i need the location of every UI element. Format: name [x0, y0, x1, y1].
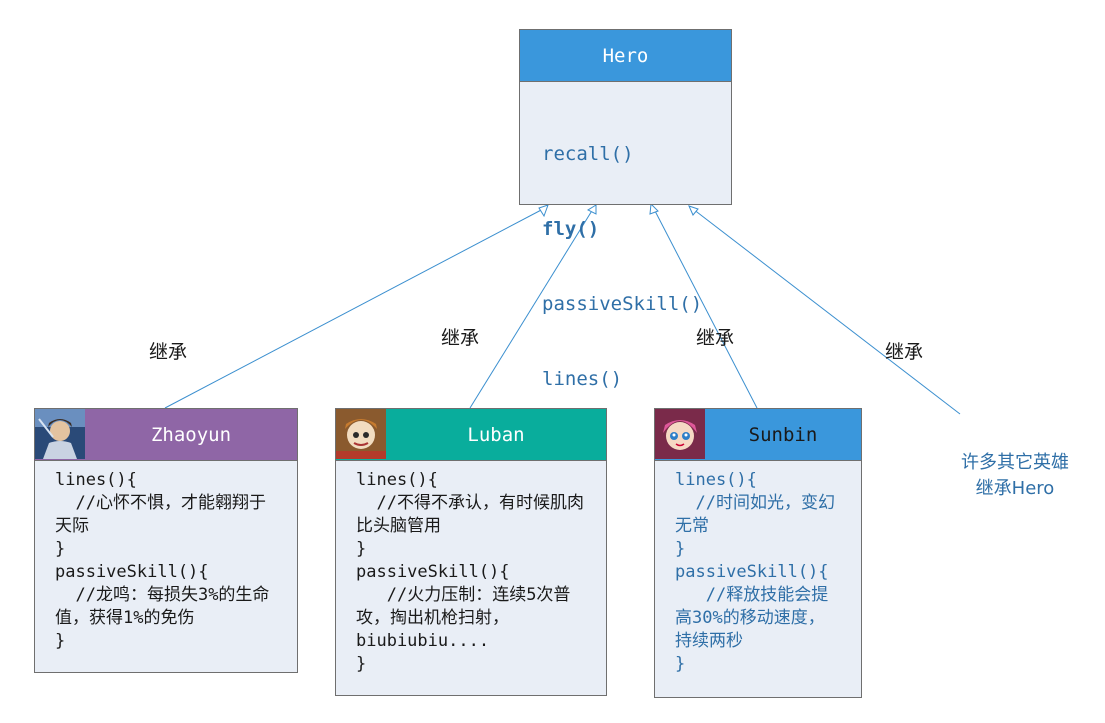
inherit-label-others: 继承: [885, 341, 924, 363]
connector-others: [692, 208, 961, 415]
connector-sunbin: [653, 208, 758, 409]
method-passive-skill: passiveSkill(): [542, 293, 703, 315]
arrowhead-sunbin: [649, 202, 659, 215]
inherit-label-zhaoyun: 继承: [149, 341, 188, 363]
hero-method-list: recall() fly() passiveSkill() lines(): [520, 82, 731, 452]
zhaoyun-code: lines(){ //心怀不惧，才能翱翔于天际 } passiveSkill()…: [55, 470, 270, 651]
sunbin-class-box: Sunbin lines(){ //时间如光，变幻无常 } passiveSki…: [654, 408, 862, 698]
luban-avatar: [336, 409, 386, 459]
zhaoyun-class-title: Zhaoyun: [150, 423, 232, 446]
zhaoyun-avatar: [35, 409, 85, 459]
luban-class-title: Luban: [467, 423, 525, 446]
hero-class-box: Hero recall() fly() passiveSkill() lines…: [519, 29, 732, 390]
zhaoyun-class-box: Zhaoyun lines(){ //心怀不惧，才能翱翔于天际 } passiv…: [34, 408, 298, 673]
method-recall: recall(): [542, 143, 634, 165]
inherit-label-luban: 继承: [441, 327, 480, 349]
luban-code: lines(){ //不得不承认，有时候肌肉比头脑管用 } passiveSki…: [356, 470, 584, 674]
sunbin-class-title: Sunbin: [748, 423, 818, 446]
arrowhead-luban: [586, 204, 597, 215]
connector-zhaoyun: [164, 207, 546, 409]
arrowhead-zhaoyun: [538, 204, 549, 218]
other-heroes-note: 许多其它英雄 继承Hero: [940, 450, 1090, 502]
luban-class-header: Luban: [336, 409, 606, 461]
method-fly: fly(): [542, 218, 600, 240]
sunbin-code: lines(){ //时间如光，变幻无常 } passiveSkill(){ /…: [675, 470, 835, 674]
arrowhead-others: [688, 205, 699, 216]
luban-class-box: Luban lines(){ //不得不承认，有时候肌肉比头脑管用 } pass…: [335, 408, 607, 696]
method-lines: lines(): [542, 368, 623, 390]
hero-class-header: Hero: [520, 30, 731, 82]
other-heroes-note-line2: 继承Hero: [975, 478, 1055, 499]
sunbin-avatar: [655, 409, 705, 459]
sunbin-class-header: Sunbin: [655, 409, 861, 461]
zhaoyun-class-header: Zhaoyun: [35, 409, 297, 461]
connector-luban: [469, 208, 594, 409]
hero-class-title: Hero: [602, 44, 649, 67]
other-heroes-note-line1: 许多其它英雄: [961, 452, 1069, 473]
inherit-label-sunbin: 继承: [696, 327, 735, 349]
